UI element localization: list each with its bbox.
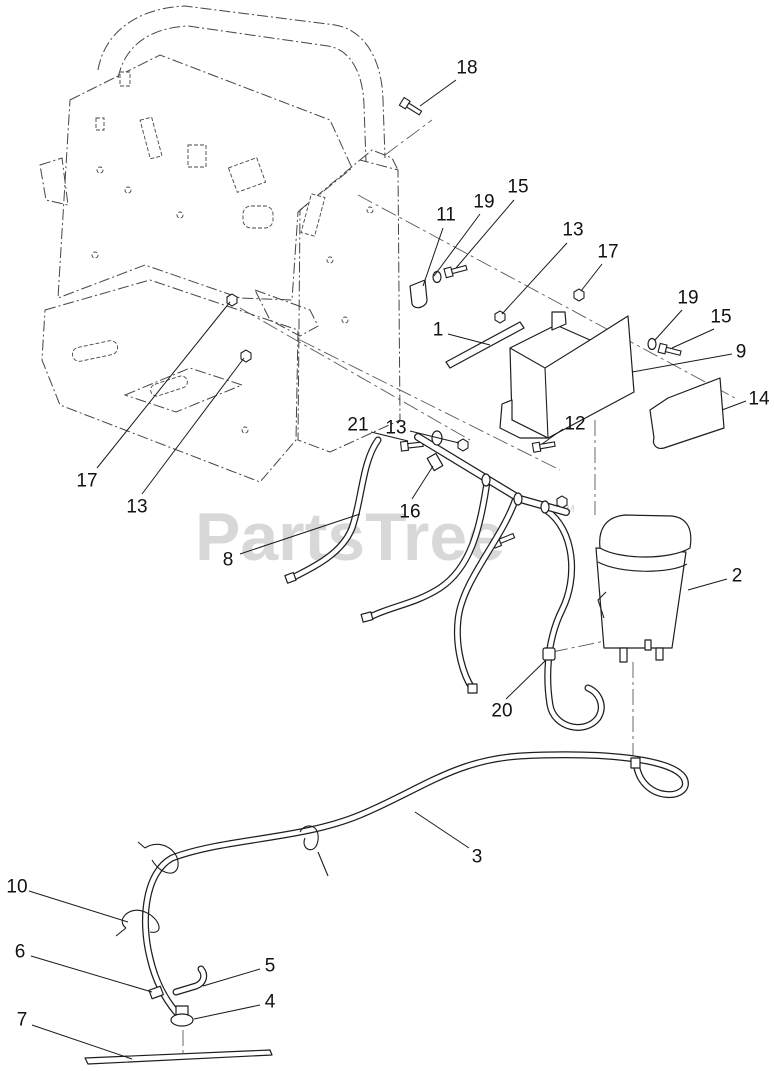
callout-15[interactable]: 15 [710,307,731,328]
callout-17[interactable]: 17 [597,242,618,263]
nut-13-mid [457,438,469,452]
washer-19-right [647,337,657,351]
callout-21[interactable]: 21 [347,415,368,436]
callout-15[interactable]: 15 [507,177,528,198]
callout-8[interactable]: 8 [223,550,234,571]
hose-assembly-8 [292,437,601,727]
callout-11[interactable]: 11 [436,205,456,226]
canister-2 [595,514,692,663]
bracket-9 [499,311,635,439]
pad-14 [649,377,725,449]
clamp-16 [426,452,444,472]
callout-3[interactable]: 3 [472,847,483,868]
callout-13[interactable]: 13 [562,220,583,241]
callout-4[interactable]: 4 [265,992,276,1013]
callout-1[interactable]: 1 [433,320,444,341]
clip-6 [148,985,164,1000]
callout-20[interactable]: 20 [491,701,512,722]
clamp-20 [542,647,556,661]
callout-16[interactable]: 16 [399,502,420,523]
alignment-lines [182,119,736,1057]
callout-19[interactable]: 19 [677,288,698,309]
callout-13[interactable]: 13 [126,497,147,518]
callout-12[interactable]: 12 [564,414,585,435]
nut-17-upper [573,288,585,302]
bolt-18 [398,96,424,118]
elbow-5 [176,969,204,992]
washer-19-upper [432,270,442,284]
cable-tie-upper [137,841,179,874]
strip-7 [84,1049,273,1065]
callout-10[interactable]: 10 [6,877,27,898]
callout-5[interactable]: 5 [265,956,276,977]
seat-frame [39,5,401,483]
callout-13[interactable]: 13 [385,418,406,439]
callout-18[interactable]: 18 [456,58,477,79]
callout-2[interactable]: 2 [732,566,743,587]
leader-lines [28,79,747,1060]
callouts: 18 11 19 15 13 17 1 19 15 9 14 17 13 13 … [6,58,770,1031]
callout-14[interactable]: 14 [748,389,770,410]
callout-19[interactable]: 19 [473,192,494,213]
bolt-12 [531,439,557,453]
callout-9[interactable]: 9 [736,342,747,363]
callout-7[interactable]: 7 [17,1010,28,1031]
valve-4 [170,1005,194,1027]
callout-17[interactable]: 17 [76,471,97,492]
cable-tie-middle [299,825,329,877]
bolt-15-upper [443,262,469,279]
hose-3 [145,755,685,1012]
callout-6[interactable]: 6 [15,942,26,963]
bar-1 [445,321,525,369]
cable-tie-10 [115,909,160,937]
hose-fittings [284,430,550,694]
watermark: PartsTree TM [195,499,574,575]
clip-11 [409,279,428,309]
